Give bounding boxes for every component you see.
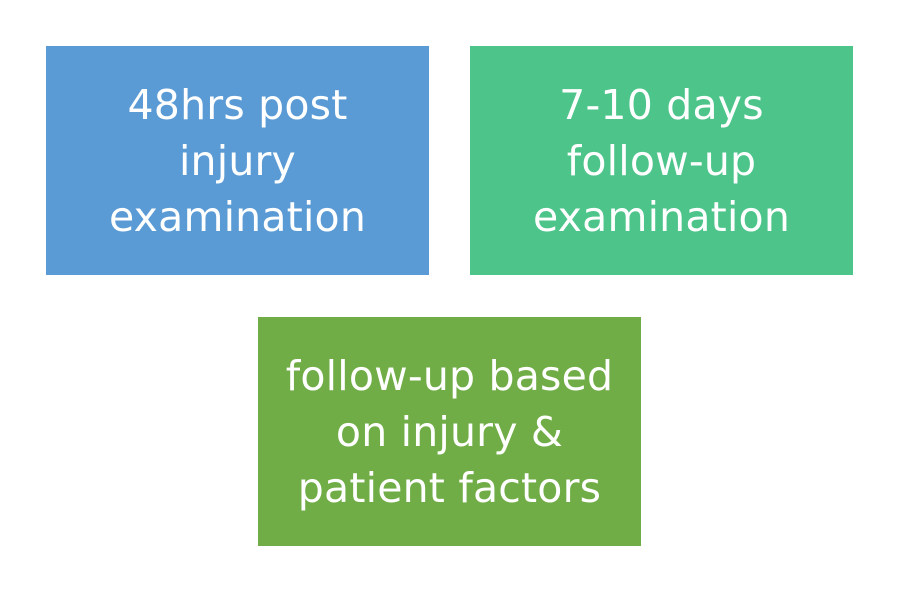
box-48hrs-post-injury-examination: 48hrs post injury examination <box>46 46 429 275</box>
box-follow-up-label: follow-up based on injury & patient fact… <box>285 351 614 512</box>
box-follow-up-based-on-factors: follow-up based on injury & patient fact… <box>258 317 641 546</box>
box-7-10-days-label: 7-10 days follow-up examination <box>532 80 791 241</box>
box-7-10-days-follow-up-examination: 7-10 days follow-up examination <box>470 46 853 275</box>
box-48hrs-label: 48hrs post injury examination <box>108 80 367 241</box>
